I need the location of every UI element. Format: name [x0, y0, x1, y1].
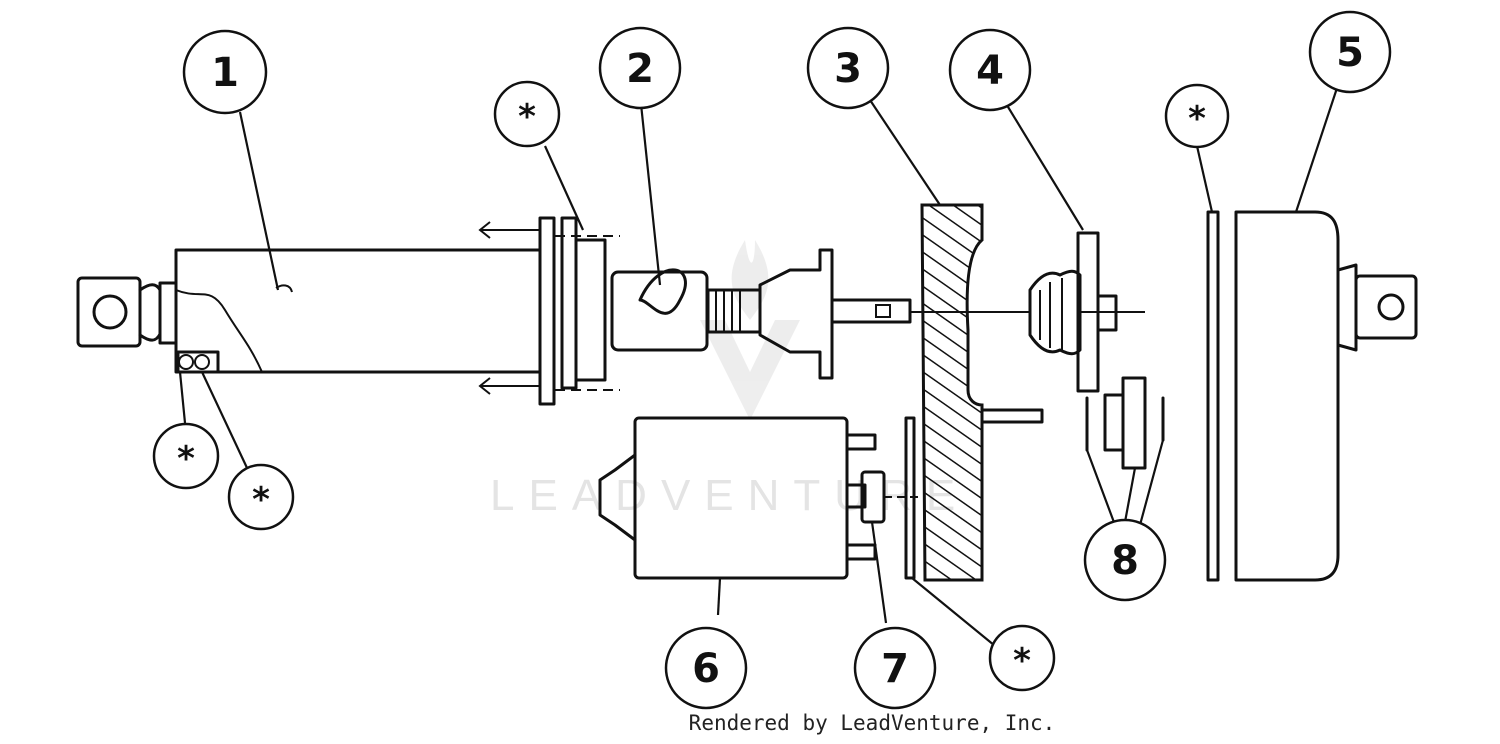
svg-text:*: * [1013, 641, 1031, 681]
callout-8: 8 [1083, 518, 1167, 602]
svg-text:3: 3 [834, 46, 862, 92]
callout-3: 3 [806, 26, 890, 110]
callout-1: 1 [182, 29, 268, 115]
svg-text:7: 7 [881, 646, 909, 692]
watermark: LEADVENTURE [490, 471, 969, 520]
svg-text:*: * [177, 439, 195, 479]
svg-text:*: * [252, 480, 270, 520]
callout-2: 2 [598, 26, 682, 110]
svg-text:8: 8 [1111, 538, 1139, 584]
callout-star-1: * [493, 80, 561, 148]
part-1-actuator-tube [76, 216, 620, 406]
footer-credit: Rendered by LeadVenture, Inc. [689, 711, 1056, 735]
callout-4: 4 [948, 28, 1032, 112]
svg-text:4: 4 [976, 48, 1004, 94]
svg-text:*: * [1188, 99, 1206, 139]
callout-star-5: * [988, 624, 1056, 692]
callout-star-4: * [227, 463, 295, 531]
part-3-gear-housing [910, 203, 1044, 582]
leader-lines [178, 84, 1340, 651]
callout-star-2: * [1164, 83, 1230, 149]
svg-text:6: 6 [692, 646, 720, 692]
part-5-end-cover [1206, 210, 1418, 582]
svg-text:2: 2 [626, 46, 654, 92]
callout-5: 5 [1308, 10, 1392, 94]
part-6-motor [598, 416, 877, 580]
callout-7: 7 [853, 626, 937, 710]
callout-star-3: * [152, 422, 220, 490]
callout-6: 6 [664, 626, 748, 710]
svg-text:5: 5 [1336, 30, 1364, 76]
part-4-pulley [1028, 231, 1145, 393]
svg-text:1: 1 [211, 50, 239, 96]
svg-text:*: * [518, 97, 536, 137]
